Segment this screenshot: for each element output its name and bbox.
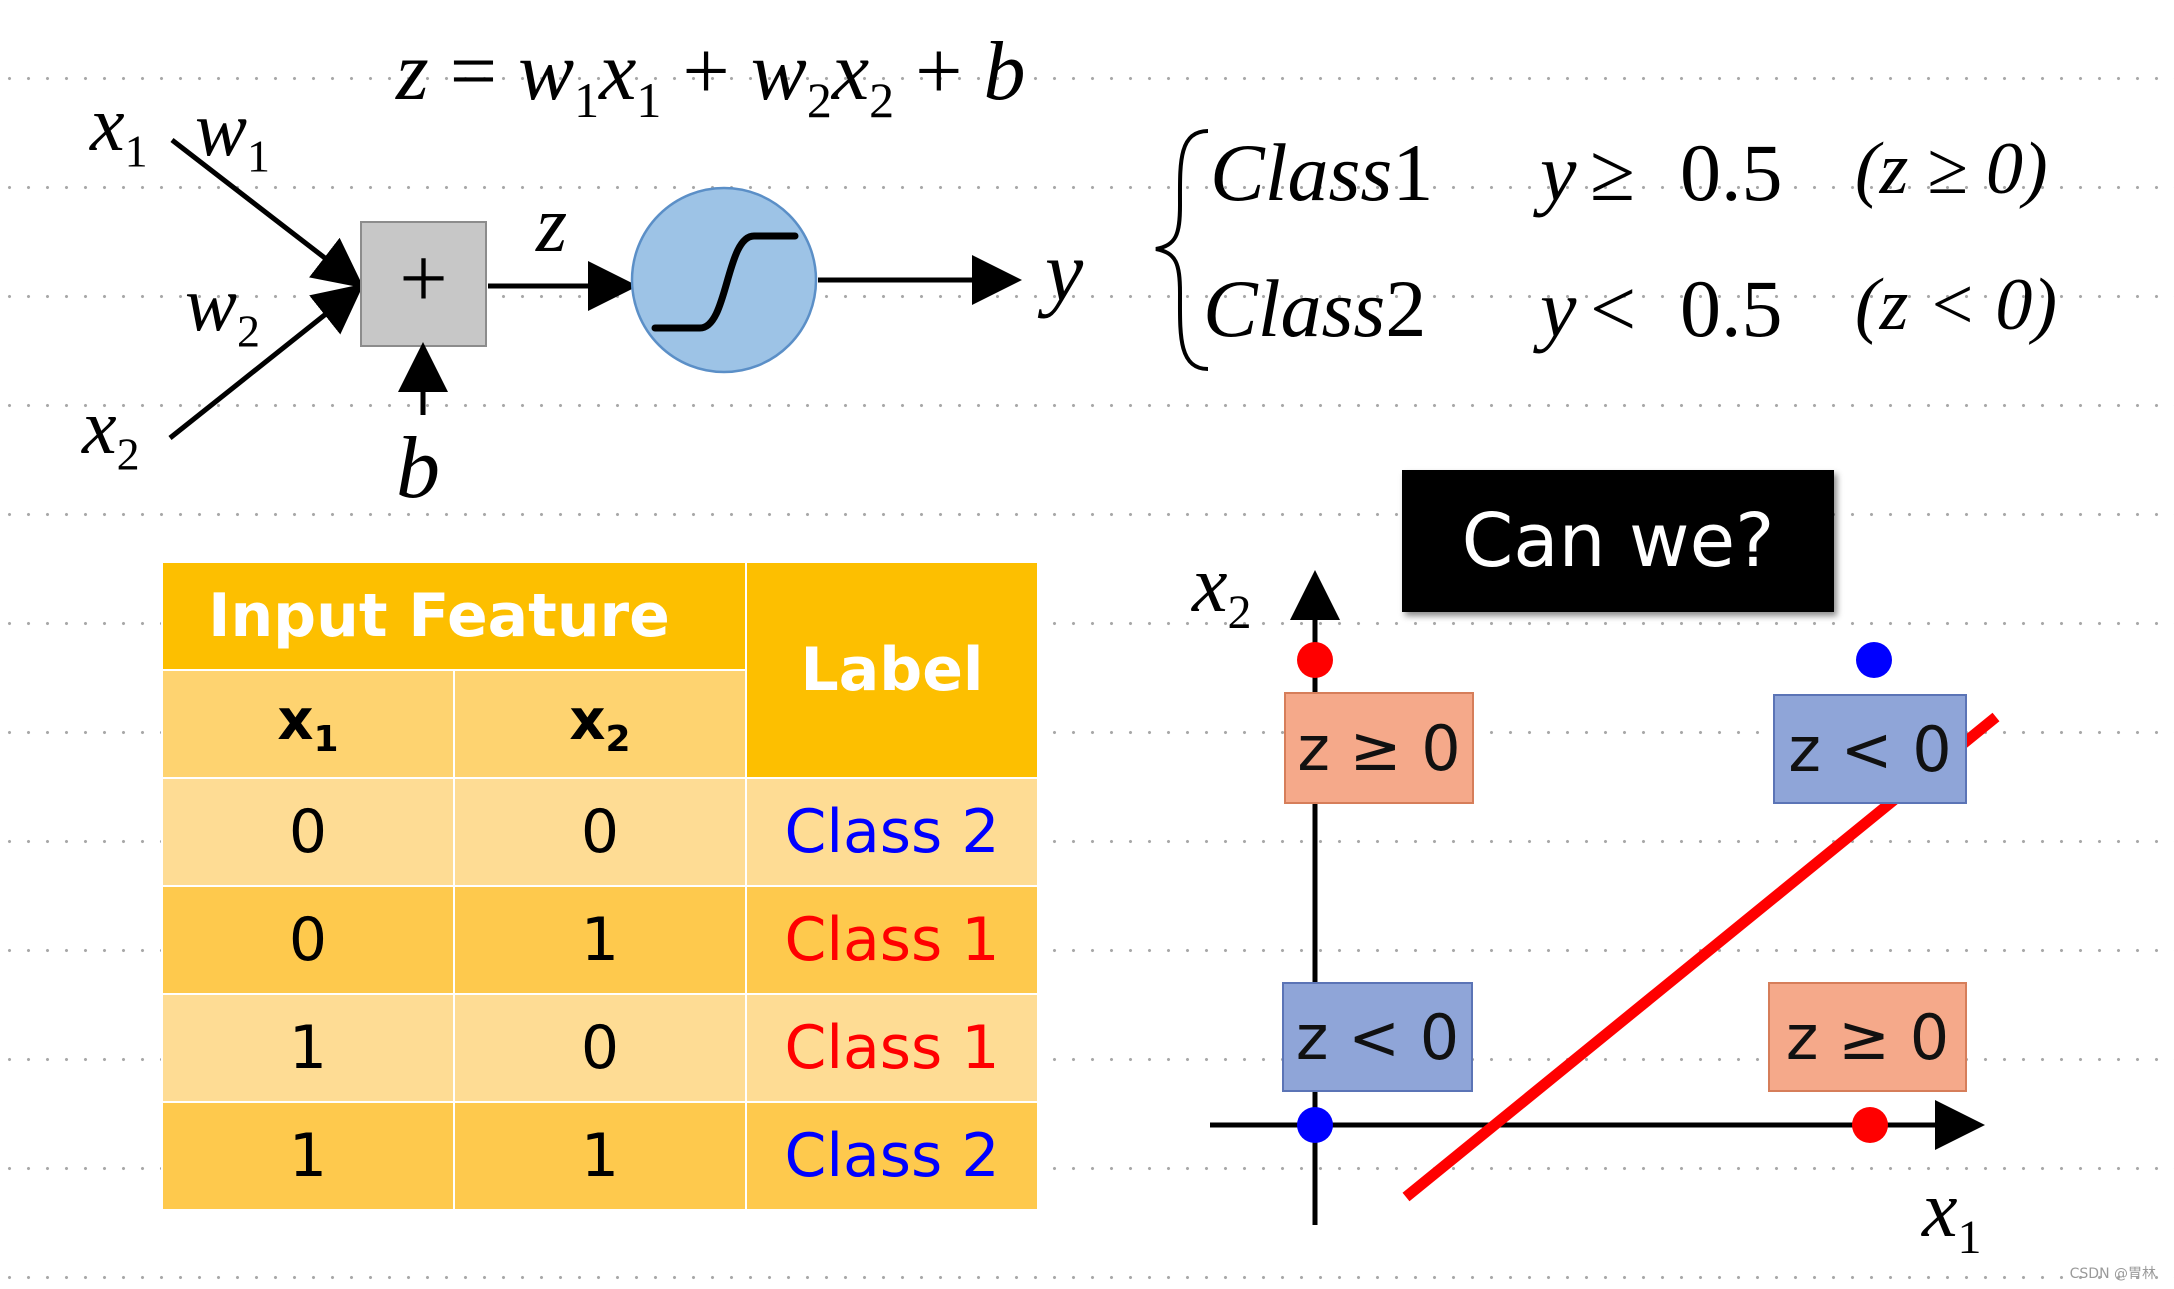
cell-label: Class 1 <box>745 993 1039 1103</box>
cases-brace <box>1155 129 1209 371</box>
decision-plot <box>1210 570 2000 1225</box>
case-row-class1: Class1 y ≥ 0.5 (z ≥ 0) <box>1210 127 2048 218</box>
label-x1: x1 <box>90 80 148 177</box>
region-top-left: z ≥ 0 <box>1284 692 1474 804</box>
point-1-1-class2 <box>1856 642 1892 678</box>
region-bottom-right: z ≥ 0 <box>1768 982 1967 1092</box>
cell-x2: 1 <box>453 1101 747 1211</box>
axis-label-x1: x1 <box>1922 1166 1982 1264</box>
cell-x2: 0 <box>453 777 747 887</box>
formula-w1: w1 <box>518 25 600 128</box>
point-1-0-class1 <box>1852 1107 1888 1143</box>
can-we-callout: Can we? <box>1402 470 1834 612</box>
feature-table: Input Feature Label x1 x2 0 0 Class 2 0 … <box>161 561 1039 1211</box>
table-row: 1 0 Class 1 <box>161 993 1039 1103</box>
header-x1: x1 <box>161 669 455 779</box>
input-line-x2 <box>168 283 364 440</box>
header-x2: x2 <box>453 669 747 779</box>
label-z: z <box>536 181 568 269</box>
table-row: 0 0 Class 2 <box>161 777 1039 887</box>
cell-label: Class 2 <box>745 1101 1039 1211</box>
region-top-right: z < 0 <box>1773 694 1967 804</box>
label-w1: w1 <box>195 85 271 182</box>
cell-x1: 0 <box>161 777 455 887</box>
sum-node <box>360 221 487 347</box>
table-row: 1 1 Class 2 <box>161 1101 1039 1211</box>
point-0-1-class1 <box>1297 642 1333 678</box>
formula: z = w1x1 + w2x2 + b <box>396 30 1025 125</box>
header-input-feature: Input Feature <box>161 561 747 671</box>
label-b: b <box>396 420 440 517</box>
point-0-0-class2 <box>1297 1107 1333 1143</box>
cell-label: Class 2 <box>745 777 1039 887</box>
sum-symbol: + <box>399 230 448 326</box>
label-w2: w2 <box>185 260 261 357</box>
cell-x1: 0 <box>161 885 455 995</box>
sigmoid-curve <box>651 232 799 332</box>
formula-x1: x1 <box>599 25 662 128</box>
cell-x1: 1 <box>161 993 455 1103</box>
formula-plus: + <box>682 25 730 118</box>
label-x2: x2 <box>82 383 140 480</box>
formula-z: z <box>396 25 429 118</box>
formula-w2: w2 <box>750 25 832 128</box>
watermark: CSDN @胃林 <box>2069 1266 2156 1282</box>
input-line-x1 <box>170 138 364 289</box>
table-row: 0 1 Class 1 <box>161 885 1039 995</box>
axis-label-x2: x2 <box>1192 541 1252 639</box>
case-row-class2: Class2 y < 0.5 (z < 0) <box>1203 263 2058 354</box>
formula-equals: = <box>449 25 498 118</box>
formula-plus: + <box>915 25 963 118</box>
header-label: Label <box>745 561 1039 779</box>
formula-b: b <box>983 25 1026 118</box>
neuron-diagram <box>168 138 1022 440</box>
label-y: y <box>1045 223 1084 319</box>
cell-label: Class 1 <box>745 885 1039 995</box>
cell-x2: 1 <box>453 885 747 995</box>
cell-x2: 0 <box>453 993 747 1103</box>
cell-x1: 1 <box>161 1101 455 1211</box>
formula-x2: x2 <box>831 25 895 128</box>
region-bottom-left: z < 0 <box>1282 982 1473 1092</box>
